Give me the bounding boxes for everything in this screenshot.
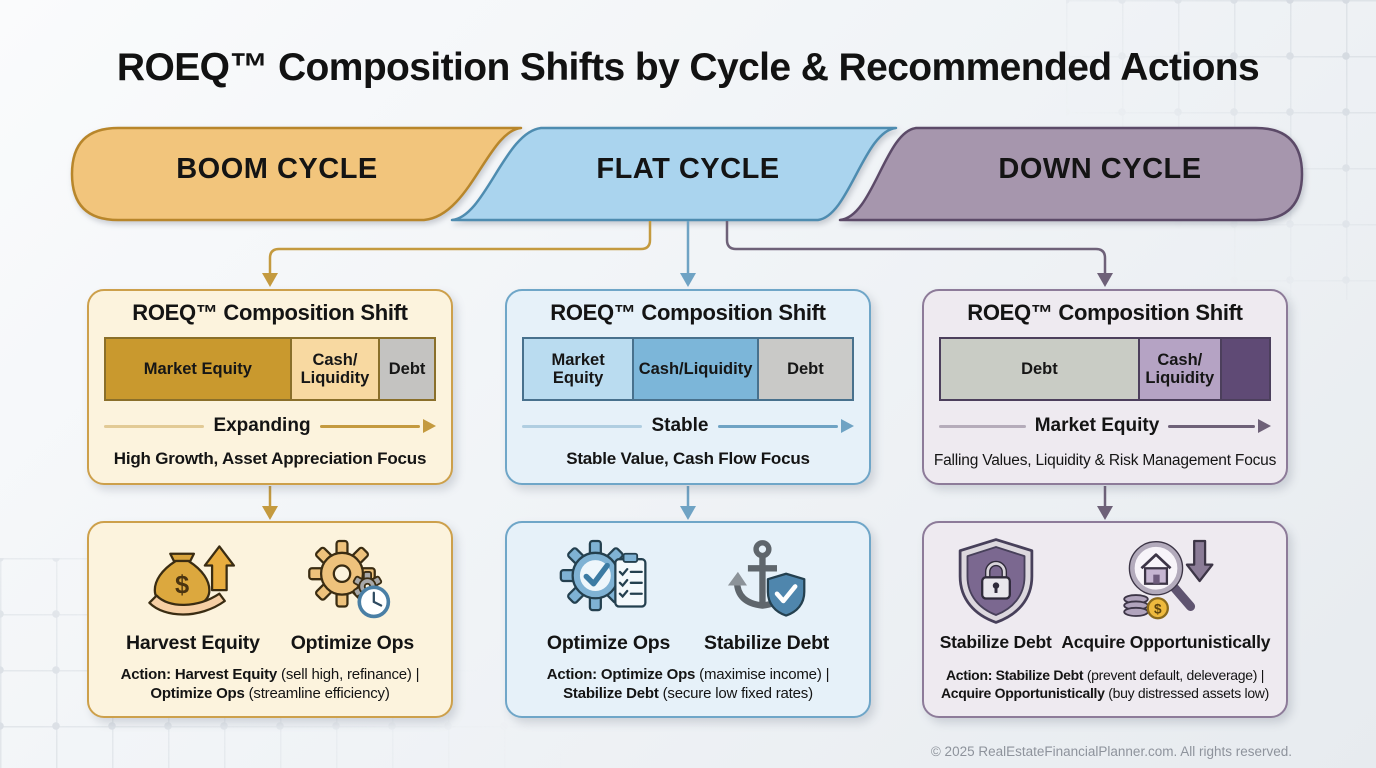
down-action2-label: Acquire Opportunistically: [1061, 632, 1271, 652]
svg-text:$: $: [175, 572, 189, 600]
flat-action-stabilize-debt: Stabilize Debt: [704, 535, 829, 655]
boom-segment-debt: Debt: [378, 339, 434, 399]
boom-composition-bar: Market Equity Cash/​Liquidity Debt: [104, 337, 436, 401]
flat-shift-to-action-arrowhead: [680, 506, 696, 520]
boom-action-optimize-ops: Optimize Ops: [291, 535, 414, 655]
flat-trend-label: Stable: [651, 415, 709, 436]
down-connector-arrowhead: [1097, 273, 1113, 287]
boom-action2-label: Optimize Ops: [290, 632, 415, 654]
down-action-text: Action: Stabilize Debt (prevent default,…: [941, 667, 1269, 702]
down-action-acquire-opportunistically: $ Acquire Opportunistically: [1061, 535, 1270, 653]
boom-trend-arrow: Expanding: [104, 412, 436, 440]
gear-check-clipboard-icon: [559, 539, 647, 612]
boom-shift-title: ROEQ™ Composition Shift: [132, 300, 408, 325]
flat-actions-card: Optimize Ops Stabilize Debt Ac: [505, 521, 871, 718]
flat-composition-shift-card: ROEQ™ Composition Shift Market Equity Ca…: [505, 289, 871, 485]
down-composition-shift-card: ROEQ™ Composition Shift Debt Cash/​Liqui…: [922, 289, 1288, 485]
flat-trend-line-left: [522, 424, 643, 428]
down-trend-line-left: [939, 424, 1026, 428]
copyright-notice: © 2025 RealEstateFinancialPlanner.com. A…: [930, 744, 1292, 759]
down-segment-cash-liquidity: Cash/​Liquidity: [1137, 339, 1220, 399]
down-actions-card: Stabilize Debt $ Acquire Oppo: [922, 521, 1288, 718]
down-action-stabilize-debt: Stabilize Debt: [940, 535, 1052, 653]
page-title: ROEQ™ Composition Shifts by Cycle & Reco…: [116, 46, 1260, 89]
down-shift-title: ROEQ™ Composition Shift: [967, 300, 1243, 325]
boom-trend-line-left: [104, 424, 205, 428]
boom-trend-arrowhead-icon: [423, 419, 436, 433]
down-shift-to-action-arrowhead: [1097, 506, 1113, 520]
flat-focus-text: Stable Value, Cash Flow Focus: [566, 449, 810, 468]
boom-segment-market-equity: Market Equity: [106, 339, 290, 399]
flat-action-optimize-ops: Optimize Ops: [547, 535, 670, 655]
down-action1-label: Stabilize Debt: [939, 632, 1052, 652]
down-trend-line-right: [1168, 424, 1255, 428]
down-trend-arrow: Market Equity: [939, 412, 1271, 440]
flat-segment-cash-liquidity: Cash/​Liquidity: [632, 339, 757, 399]
flat-cycle-banner-label: FLAT CYCLE: [596, 152, 780, 185]
boom-connector-line: [268, 221, 652, 274]
flat-trend-arrowhead-icon: [841, 419, 854, 433]
gear-clock-icon: [308, 539, 391, 619]
boom-connector-arrowhead: [262, 273, 278, 287]
magnifier-house-coins-down-arrow-icon: $: [1123, 539, 1214, 620]
down-trend-label: Market Equity: [1034, 415, 1160, 436]
boom-trend-line-right: [319, 424, 420, 428]
down-segment-debt: Debt: [941, 339, 1138, 399]
flat-action1-label: Optimize Ops: [546, 632, 671, 654]
flat-shift-title: ROEQ™ Composition Shift: [550, 300, 826, 325]
down-trend-arrowhead-icon: [1258, 419, 1271, 433]
boom-shift-to-action-arrowhead: [262, 506, 278, 520]
flat-segment-debt: Debt: [756, 339, 852, 399]
down-focus-text: Falling Values, Liquidity & Risk Managem…: [933, 452, 1277, 469]
down-composition-bar: Debt Cash/​Liquidity: [939, 337, 1271, 401]
boom-action-text: Action: Harvest Equity (sell high, refin…: [120, 665, 420, 702]
money-bag-hand-up-arrow-icon: $: [148, 545, 235, 616]
flat-trend-arrow: Stable: [522, 412, 854, 440]
boom-composition-shift-card: ROEQ™ Composition Shift Market Equity Ca…: [87, 289, 453, 485]
flat-composition-bar: Market Equity Cash/​Liquidity Debt: [522, 337, 854, 401]
boom-focus-text: High Growth, Asset Appreciation Focus: [113, 449, 427, 468]
boom-segment-cash-liquidity: Cash/​Liquidity: [289, 339, 379, 399]
flat-connector-arrowhead: [680, 273, 696, 287]
anchor-shield-icon: [727, 540, 805, 617]
boom-trend-label: Expanding: [213, 415, 311, 436]
boom-actions-card: $ Harvest Equity: [87, 521, 453, 718]
down-segment-market-equity-shrunk: [1219, 339, 1269, 399]
flat-trend-line-right: [717, 424, 838, 428]
svg-text:$: $: [1154, 602, 1162, 617]
flat-action2-label: Stabilize Debt: [704, 632, 830, 654]
flat-segment-market-equity: Market Equity: [524, 339, 633, 399]
boom-cycle-banner-label: BOOM CYCLE: [176, 152, 378, 185]
down-cycle-banner-label: DOWN CYCLE: [998, 152, 1202, 185]
shield-lock-icon: [958, 538, 1033, 624]
boom-action1-label: Harvest Equity: [125, 632, 260, 654]
down-connector-line: [725, 221, 1107, 274]
flat-action-text: Action: Optimize Ops (maximise income) |…: [546, 665, 830, 702]
boom-action-harvest-equity: $ Harvest Equity: [126, 535, 260, 655]
